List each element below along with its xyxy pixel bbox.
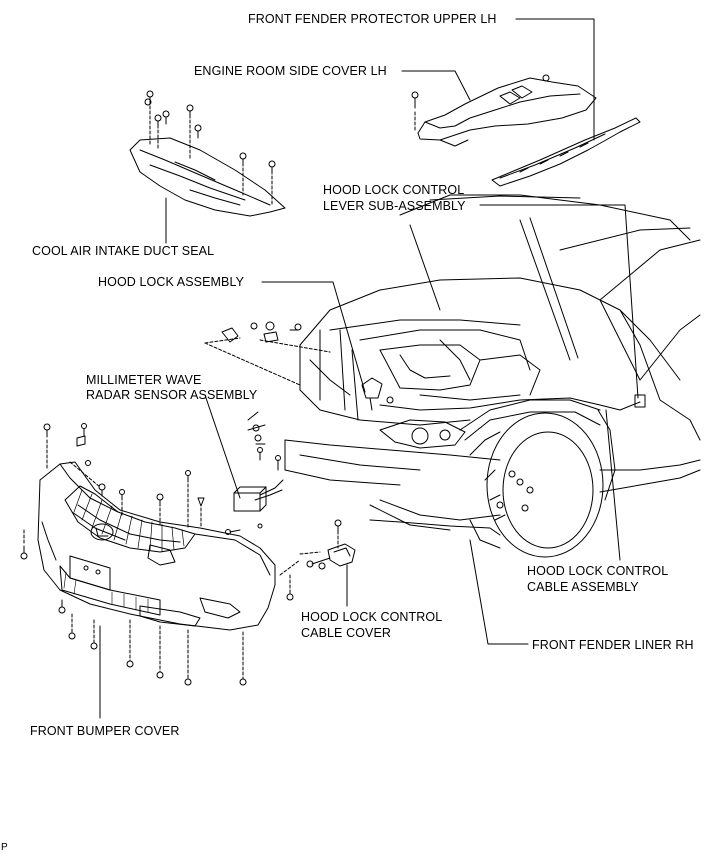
leader-engine-cover [401,70,471,101]
cool-air-intake-duct-seal-drawing [129,90,286,217]
label-millimeter-wave-line1: MILLIMETER WAVE [86,373,202,387]
label-front-fender-protector-upper-lh: FRONT FENDER PROTECTOR UPPER LH [248,12,497,26]
label-hood-lock-control-lever-line1: HOOD LOCK CONTROL [323,183,465,197]
leader-fender-protector [515,18,595,141]
front-bumper-cover-drawing [20,423,301,686]
label-hood-lock-control-cable-line2: CABLE ASSEMBLY [527,580,639,594]
duct-seal-clips [144,90,276,206]
label-hood-lock-control-lever-line2: LEVER SUB-ASSEMBLY [323,199,466,213]
leader-lines [99,18,639,719]
fender-protector-drawing [491,117,641,187]
engine-room-side-cover-drawing [411,74,597,147]
label-hood-lock-control-cable-cover-line2: CABLE COVER [301,626,392,640]
leader-radar [204,394,241,499]
hood-lock-fasteners [204,321,331,386]
label-front-bumper-cover: FRONT BUMPER COVER [30,724,180,738]
label-hood-lock-control-cable-cover-line1: HOOD LOCK CONTROL [301,610,443,624]
bumper-lower-fasteners [20,529,301,686]
label-hood-lock-assembly: HOOD LOCK ASSEMBLY [98,275,245,289]
radar-sensor-drawing [225,443,284,535]
cable-cover-drawing [299,519,356,570]
label-millimeter-wave-line2: RADAR SENSOR ASSEMBLY [86,388,258,402]
vehicle-drawing [247,194,701,558]
label-front-fender-liner-rh: FRONT FENDER LINER RH [532,638,694,652]
leader-fender-liner [469,539,529,645]
label-hood-lock-control-cable-line1: HOOD LOCK CONTROL [527,564,669,578]
label-cool-air-intake-duct-seal: COOL AIR INTAKE DUCT SEAL [32,244,215,258]
leader-hood-lock [261,281,366,393]
bumper-upper-fasteners [43,423,205,529]
leader-cable [605,409,621,561]
corner-mark: P [1,842,8,853]
label-engine-room-side-cover-lh: ENGINE ROOM SIDE COVER LH [194,64,387,78]
